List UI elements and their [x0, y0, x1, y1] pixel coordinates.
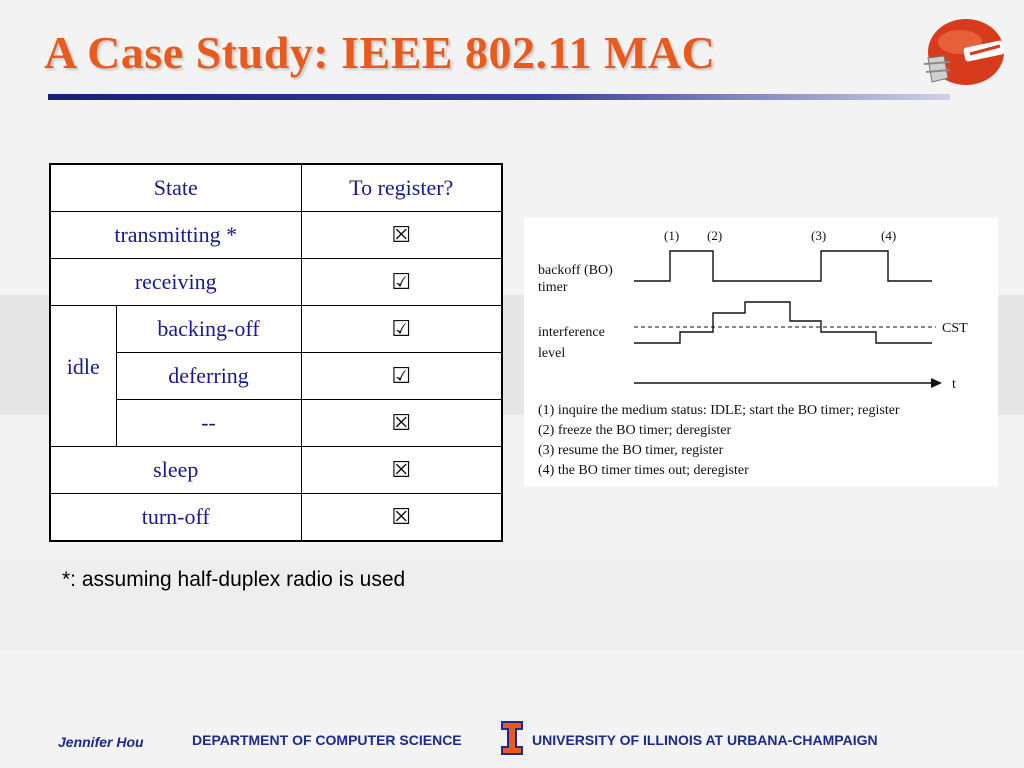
substate-cell: --: [115, 399, 302, 447]
marker-label: (3): [811, 228, 826, 243]
block-i-icon: [501, 721, 523, 755]
table-row: deferring ☑: [50, 352, 503, 400]
table-row: -- ☒: [50, 399, 503, 447]
backoff-timer-label: backoff (BO): [538, 263, 613, 278]
table-row: sleep ☒: [49, 446, 503, 494]
footer-university: UNIVERSITY OF ILLINOIS AT URBANA-CHAMPAI…: [532, 732, 878, 748]
legend-item: (4) the BO timer times out; deregister: [538, 463, 749, 478]
state-cell: transmitting *: [49, 211, 302, 259]
cst-label: CST: [942, 321, 968, 336]
state-cell: receiving: [49, 258, 302, 306]
checkbox-crossed-icon: ☒: [300, 399, 503, 447]
legend-item: (3) resume the BO timer, register: [538, 443, 724, 458]
checkbox-checked-icon: ☑: [300, 352, 503, 400]
time-axis-label: t: [952, 377, 956, 392]
interference-level-label: interference: [538, 325, 605, 340]
backoff-timer-label: timer: [538, 280, 568, 295]
marker-label: (1): [664, 228, 679, 243]
footer-author: Jennifer Hou: [58, 734, 144, 750]
arrow-right-icon: [931, 378, 942, 388]
marker-label: (4): [881, 228, 896, 243]
table-header-row: State To register?: [49, 163, 503, 212]
table-row: turn-off ☒: [49, 493, 503, 542]
checkbox-crossed-icon: ☒: [300, 493, 503, 542]
column-header-state: State: [49, 163, 302, 212]
checkbox-checked-icon: ☑: [300, 258, 503, 306]
state-cell: sleep: [49, 446, 302, 494]
interference-waveform: [634, 301, 932, 344]
checkbox-crossed-icon: ☒: [300, 446, 503, 494]
state-cell: turn-off: [49, 493, 302, 542]
register-state-table: State To register? transmitting * ☒ rece…: [49, 163, 503, 542]
table-row: transmitting * ☒: [49, 211, 503, 259]
checkbox-checked-icon: ☑: [300, 305, 503, 353]
state-group-cell: idle: [49, 305, 117, 447]
title-underline: [48, 94, 950, 100]
legend-item: (1) inquire the medium status: IDLE; sta…: [538, 403, 900, 418]
footer-department: DEPARTMENT OF COMPUTER SCIENCE: [192, 732, 462, 748]
checkbox-crossed-icon: ☒: [300, 211, 503, 259]
interference-level-label: level: [538, 346, 565, 361]
background-band: [0, 560, 1024, 650]
table-row: receiving ☑: [49, 258, 503, 306]
backoff-timer-waveform: [634, 250, 932, 282]
substate-cell: deferring: [115, 352, 302, 400]
marker-label: (2): [707, 228, 722, 243]
legend-item: (2) freeze the BO timer; deregister: [538, 423, 732, 438]
slide-title: A Case Study: IEEE 802.11 MAC: [44, 27, 716, 78]
column-header-to-register: To register?: [300, 163, 503, 212]
backoff-timing-diagram: (1) (2) (3) (4) backoff (BO) timer inter…: [524, 218, 998, 486]
football-helmet-icon: [923, 19, 1005, 85]
table-row: idle backing-off ☑: [49, 305, 503, 447]
footnote: *: assuming half-duplex radio is used: [62, 568, 406, 591]
substate-cell: backing-off: [115, 305, 302, 353]
